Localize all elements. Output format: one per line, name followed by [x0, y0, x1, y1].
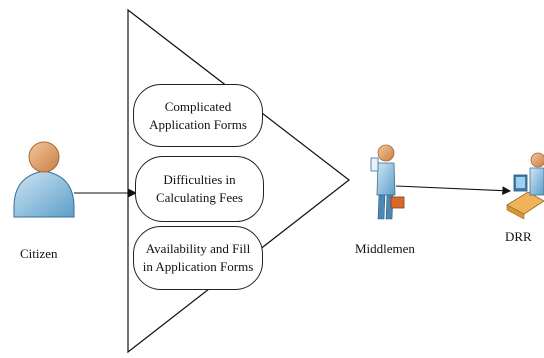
- problem-text-line2: Application Forms: [149, 116, 247, 132]
- problem-text-line1: Difficulties in: [163, 172, 236, 187]
- problem-text-line2: in Application Forms: [142, 259, 254, 274]
- problem-box-calculating-fees: Difficulties in Calculating Fees: [135, 156, 264, 222]
- problem-text-line1: Complicated: [164, 98, 232, 114]
- citizen-label: Citizen: [20, 246, 58, 261]
- problem-text-line1: Availability and Fill: [145, 241, 251, 256]
- problem-box-complicated-forms: Complicated Application Forms: [133, 84, 263, 147]
- citizen-person-icon: [13, 141, 75, 218]
- middlemen-person-icon: [370, 144, 405, 220]
- middlemen-label: Middlemen: [355, 241, 415, 256]
- drr-label: DRR: [505, 229, 532, 244]
- drr-office-icon: [506, 152, 544, 220]
- problem-box-availability-forms: Availability and Fill in Application For…: [133, 226, 263, 290]
- arrow-middlemen-to-drr: [395, 185, 512, 196]
- problem-text-line2: Calculating Fees: [155, 190, 243, 205]
